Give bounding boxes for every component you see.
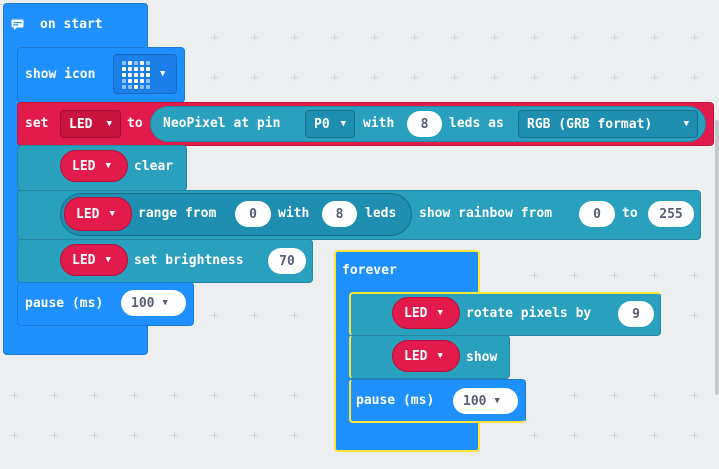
variable-dropdown-led[interactable]: LED ▼ xyxy=(60,110,121,138)
variable-name: LED xyxy=(72,252,96,268)
set-brightness-label: set brightness xyxy=(134,253,244,268)
pause-label: pause (ms) xyxy=(25,296,104,311)
variable-name: LED xyxy=(76,206,100,222)
show-rainbow-label: show rainbow from xyxy=(419,206,553,221)
hue-end-input[interactable]: 255 xyxy=(648,201,694,227)
variable-reporter-led[interactable]: LED ▼ xyxy=(60,150,128,182)
leds-as-label: leds as xyxy=(449,116,504,131)
leds-label: leds xyxy=(365,206,397,221)
to-label: to xyxy=(127,116,143,131)
variable-reporter-led[interactable]: LED ▼ xyxy=(64,197,132,231)
range-from-label: range from xyxy=(138,206,217,221)
pause-duration-dropdown[interactable]: 100 ▼ xyxy=(453,388,518,414)
variable-name: LED xyxy=(69,116,93,132)
icon-picker[interactable]: ▼ xyxy=(113,54,177,94)
comment-icon[interactable] xyxy=(11,15,24,30)
with-label: with xyxy=(278,206,310,221)
set-label: set xyxy=(25,116,49,131)
on-start-label: on start xyxy=(40,17,103,32)
pause-label: pause (ms) xyxy=(356,393,435,408)
brightness-input[interactable]: 70 xyxy=(268,248,306,274)
format-value: RGB (GRB format) xyxy=(527,116,653,132)
show-icon-label: show icon xyxy=(25,67,96,82)
clear-label: clear xyxy=(134,159,174,174)
variable-name: LED xyxy=(404,305,428,321)
variable-reporter-led[interactable]: LED ▼ xyxy=(392,340,460,372)
chevron-down-icon: ▼ xyxy=(437,351,443,361)
chevron-down-icon: ▼ xyxy=(105,255,111,265)
format-dropdown[interactable]: RGB (GRB format) ▼ xyxy=(518,110,698,138)
to-label: to xyxy=(622,206,638,221)
range-start-input[interactable]: 0 xyxy=(235,201,271,227)
show-label: show xyxy=(466,350,498,365)
chevron-down-icon: ▼ xyxy=(109,209,115,219)
vertical-scrollbar[interactable] xyxy=(715,120,719,395)
neopixel-label: NeoPixel at pin xyxy=(163,116,281,131)
chevron-down-icon: ▼ xyxy=(340,119,346,129)
variable-name: LED xyxy=(404,348,428,364)
chevron-down-icon: ▼ xyxy=(105,161,111,171)
variable-name: LED xyxy=(72,158,96,174)
pause-duration-dropdown[interactable]: 100 ▼ xyxy=(121,290,186,316)
hue-start-input[interactable]: 0 xyxy=(579,201,615,227)
chevron-down-icon: ▼ xyxy=(106,119,112,129)
led-count-input[interactable]: 8 xyxy=(407,111,442,137)
with-label: with xyxy=(363,116,395,131)
pin-dropdown[interactable]: P0 ▼ xyxy=(305,110,355,138)
pin-value: P0 xyxy=(314,116,330,132)
rotate-pixels-label: rotate pixels by xyxy=(466,306,592,321)
pause-value: 100 xyxy=(131,295,155,311)
chevron-down-icon: ▼ xyxy=(437,308,443,318)
chevron-down-icon: ▼ xyxy=(162,298,168,308)
chevron-down-icon: ▼ xyxy=(494,396,500,406)
heart-icon xyxy=(121,59,151,89)
forever-label: forever xyxy=(342,263,397,278)
variable-reporter-led[interactable]: LED ▼ xyxy=(60,244,128,276)
on-start-body-left xyxy=(4,44,17,310)
pause-value: 100 xyxy=(463,393,487,409)
chevron-down-icon: ▼ xyxy=(160,69,166,79)
range-count-input[interactable]: 8 xyxy=(322,201,357,227)
variable-reporter-led[interactable]: LED ▼ xyxy=(392,297,460,329)
rotate-amount-input[interactable]: 9 xyxy=(618,301,654,327)
chevron-down-icon: ▼ xyxy=(683,119,689,129)
